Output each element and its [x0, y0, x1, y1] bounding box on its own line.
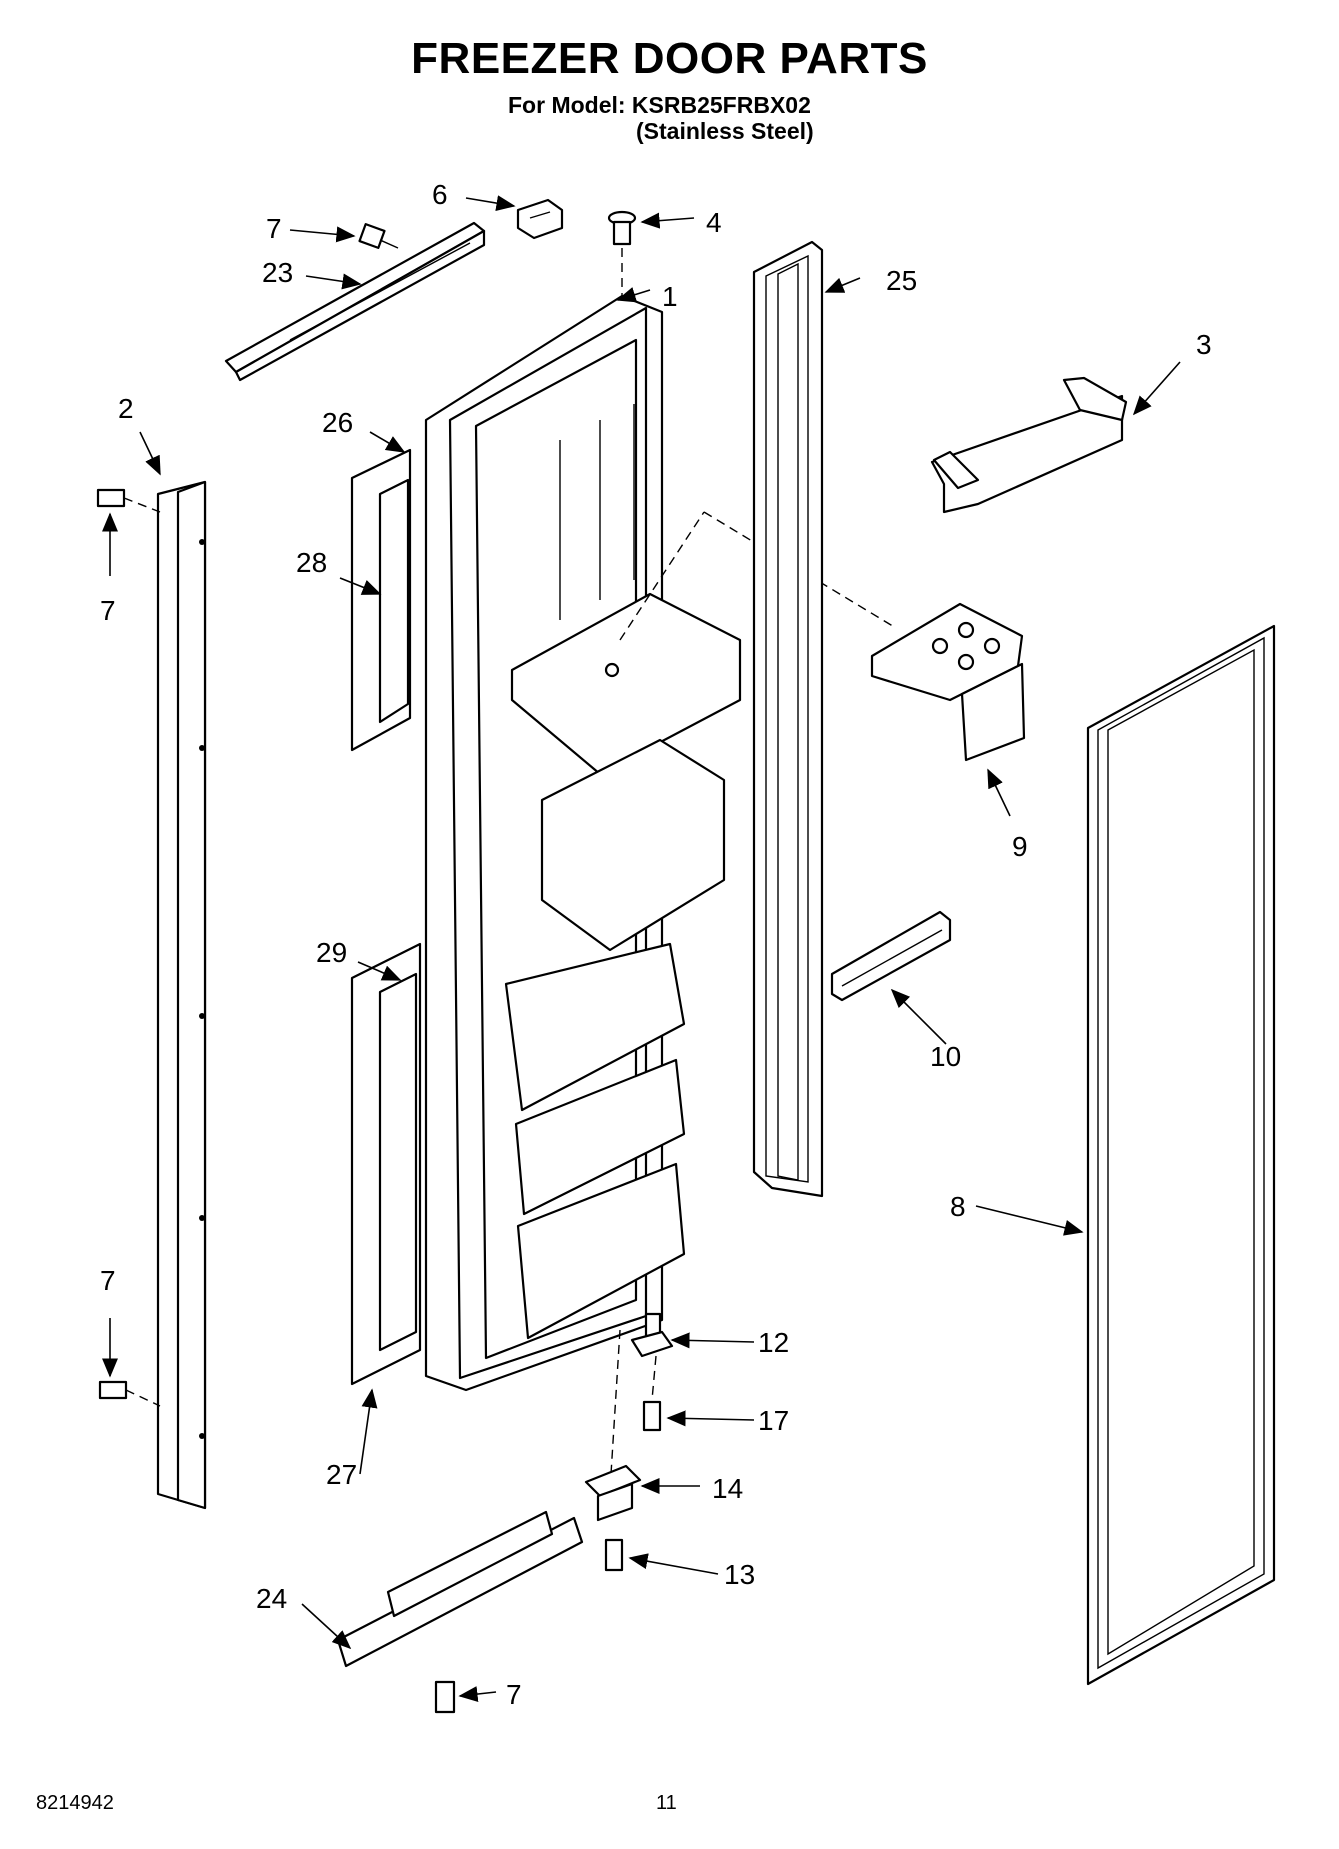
callout-12: 12 [758, 1327, 789, 1358]
callout-14: 14 [712, 1473, 743, 1504]
part-10-channel [830, 910, 952, 1002]
callout-1: 1 [662, 281, 678, 312]
part-7-screw-top [358, 223, 399, 249]
callout-2: 2 [118, 393, 134, 424]
part-7-screw-left-upper [96, 488, 126, 508]
part-17-screw [642, 1400, 662, 1432]
document-number: 8214942 [36, 1792, 114, 1814]
page-title: FREEZER DOOR PARTS [411, 34, 928, 83]
callout-27: 27 [326, 1459, 357, 1490]
callout-26: 26 [322, 407, 353, 438]
part-8-outer-gasket [1086, 624, 1276, 1686]
callout-9: 9 [1012, 831, 1028, 862]
part-6-clip [516, 198, 564, 240]
callout-8: 8 [950, 1191, 966, 1222]
callout-28: 28 [296, 547, 327, 578]
callout-13: 13 [724, 1559, 755, 1590]
callout-6: 6 [432, 179, 448, 210]
part-7-screw-bottom [434, 1680, 456, 1714]
part-2-left-trim [156, 480, 207, 1510]
callout-7-left-upper: 7 [100, 595, 116, 626]
leader-arrows [102, 195, 1181, 1703]
page-number: 11 [656, 1792, 677, 1814]
part-25-side-strip [752, 240, 824, 1198]
callout-10: 10 [930, 1041, 961, 1072]
part-14-hinge-bracket [584, 1464, 642, 1522]
finish-line: (Stainless Steel) [636, 118, 814, 144]
part-26-upper-panel [350, 448, 412, 752]
callout-7-left-lower: 7 [100, 1265, 116, 1296]
part-7-screw-left-lower [98, 1380, 128, 1400]
callout-25: 25 [886, 265, 917, 296]
part-23-top-trim [224, 221, 486, 382]
callout-23: 23 [262, 257, 293, 288]
part-24-bottom-trim [336, 1510, 584, 1668]
part-13-screw [604, 1538, 624, 1572]
model-line: For Model: KSRB25FRBX02 [508, 92, 811, 118]
callout-29: 29 [316, 937, 347, 968]
part-3-handle [930, 376, 1128, 514]
callout-24: 24 [256, 1583, 287, 1614]
callout-7-top: 7 [266, 213, 282, 244]
callout-labels: 1 2 3 4 6 7 7 7 7 8 9 10 12 13 14 17 23 … [100, 179, 1212, 1710]
callout-7-bottom: 7 [506, 1679, 522, 1710]
part-12-hinge-pin [630, 1312, 674, 1358]
part-1-door-liner [424, 294, 742, 1392]
part-9-hinge-plate [870, 602, 1026, 762]
part-29-lower-panel [350, 942, 422, 1386]
callout-4: 4 [706, 207, 722, 238]
part-4-plug [607, 210, 637, 246]
callout-17: 17 [758, 1405, 789, 1436]
callout-3: 3 [1196, 329, 1212, 360]
